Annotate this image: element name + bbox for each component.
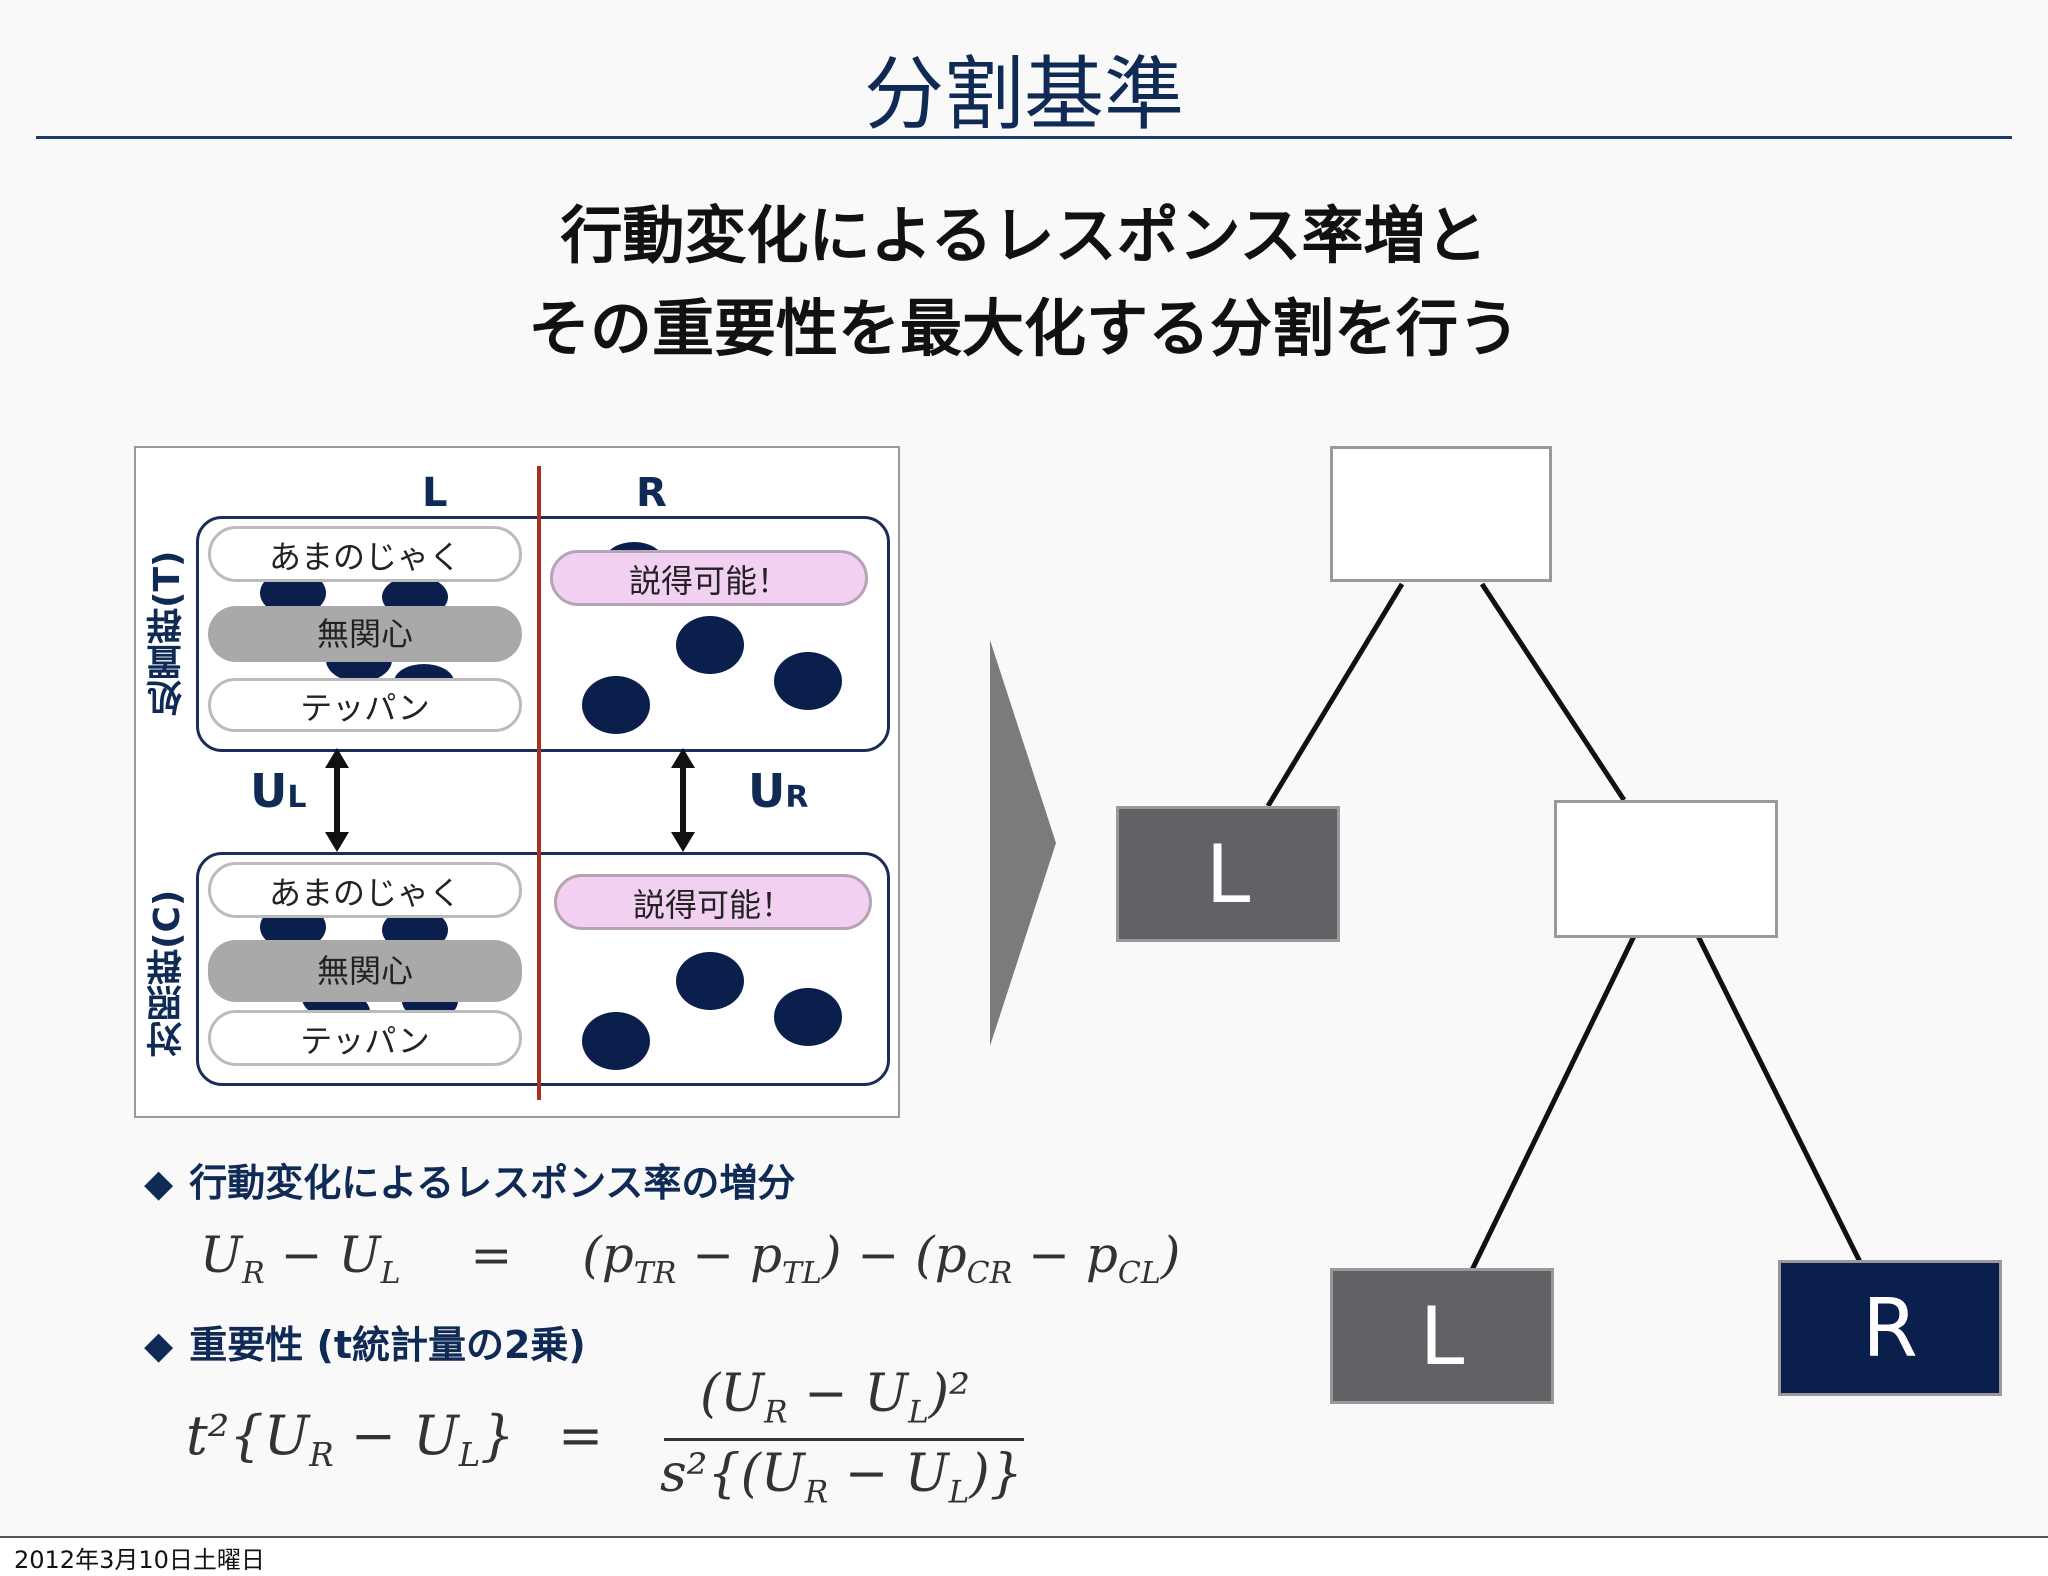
tree-leaf-left-top: L: [1116, 806, 1340, 942]
title-rule: [36, 136, 2012, 139]
bullet-significance: ◆重要性 (t統計量の2乗): [144, 1323, 586, 1367]
split-divider: [537, 466, 541, 1100]
uplift-panel: L R 処置群(T) 対照群(C) あまのじゃく 無関心 テッパン 説得可能！: [134, 446, 900, 1118]
tree-leaf-left-bottom: L: [1330, 1268, 1554, 1404]
subtitle-line-1: 行動変化によるレスポンス率増と: [560, 199, 1488, 272]
pill-sure-thing: テッパン: [208, 678, 522, 732]
transition-arrow-icon: [990, 640, 1056, 1046]
pill-lost-cause: 無関心: [208, 606, 522, 662]
diamond-icon: ◆: [144, 1161, 174, 1205]
customer-dot: [676, 952, 744, 1010]
formula-numerator: (UR − UL)²: [700, 1364, 970, 1431]
control-group-label: 対照群(C): [147, 889, 188, 1057]
slide-title: 分割基準: [864, 48, 1184, 141]
subtitle-line-2: その重要性を最大化する分割を行う: [527, 292, 1520, 365]
treatment-group-label: 処置群(T): [147, 550, 188, 716]
customer-dot: [774, 988, 842, 1046]
u-right-label: UR: [748, 764, 809, 818]
tree-leaf-right-bottom: R: [1778, 1260, 2002, 1396]
tree-internal-node: [1554, 800, 1778, 938]
formula-equals: =: [558, 1404, 604, 1467]
customer-dot: [676, 616, 744, 674]
pill-lost-cause: 無関心: [208, 940, 522, 1002]
diamond-icon: ◆: [144, 1323, 174, 1367]
customer-dot: [582, 1012, 650, 1070]
column-label-r: R: [636, 470, 667, 516]
pill-sure-things-contrarian: あまのじゃく: [208, 862, 522, 918]
column-label-l: L: [422, 470, 448, 516]
double-arrow-left-icon: [325, 748, 349, 852]
pill-persuadable: 説得可能！: [550, 550, 868, 606]
pill-sure-thing: テッパン: [208, 1010, 522, 1066]
pill-sure-things-contrarian: あまのじゃく: [208, 526, 522, 582]
footer-date: 2012年3月10日土曜日: [14, 1546, 265, 1574]
formula-t-squared-lhs: t²{UR − UL}: [186, 1404, 515, 1474]
pill-persuadable: 説得可能！: [554, 874, 872, 930]
customer-dot: [774, 652, 842, 710]
customer-dot: [582, 676, 650, 734]
bullet-uplift: ◆行動変化によるレスポンス率の増分: [144, 1161, 796, 1205]
double-arrow-right-icon: [671, 748, 695, 852]
fraction-bar: [664, 1438, 1024, 1441]
formula-denominator: s²{(UR − UL)}: [660, 1444, 1023, 1511]
slide: 分割基準 行動変化によるレスポンス率増と その重要性を最大化する分割を行う L …: [0, 48, 2048, 1538]
tree-root-node: [1330, 446, 1552, 582]
formula-uplift: UR − UL = (pTR − pTL) − (pCR − pCL): [200, 1226, 1181, 1291]
u-left-label: UL: [250, 764, 307, 818]
